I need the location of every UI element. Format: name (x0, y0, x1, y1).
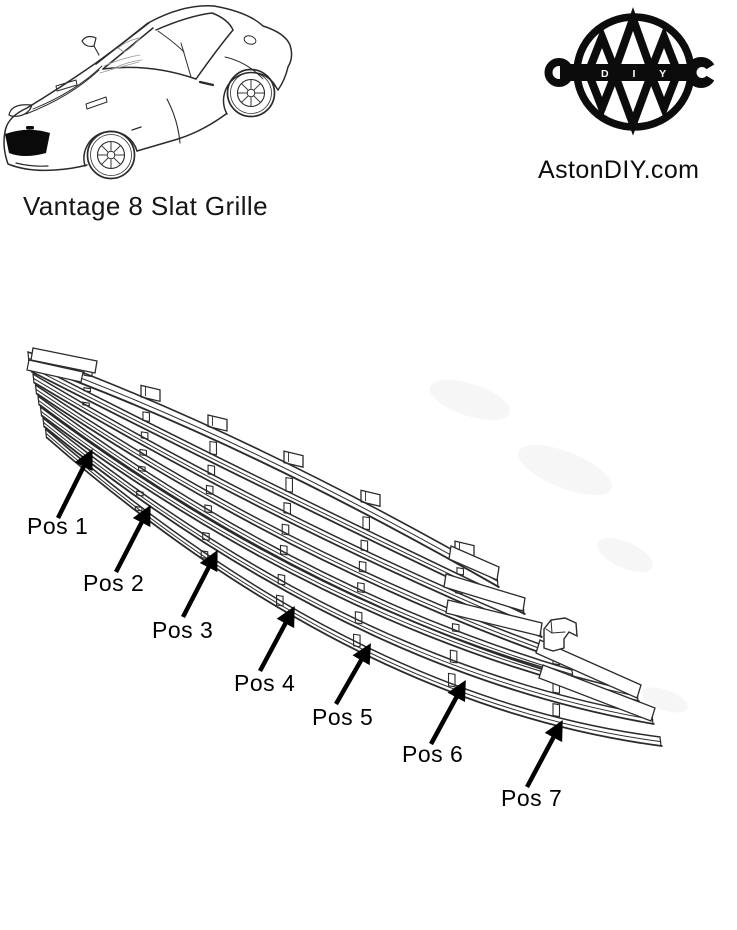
pos-2-arrow (114, 504, 151, 574)
pos-label-3: Pos 3 (152, 617, 214, 643)
wrench-bar (560, 64, 701, 81)
pos-label-2: Pos 2 (83, 570, 145, 596)
pos-label-6: Pos 6 (402, 741, 464, 767)
pos-label-4: Pos 4 (234, 670, 296, 696)
pos-label-1: Pos 1 (27, 513, 89, 539)
pos-3-arrow (181, 549, 218, 619)
grille-illustration (26, 347, 663, 747)
rear-wheel (226, 68, 276, 118)
car-body-lines (3, 5, 293, 172)
pointer-arrows (55, 448, 563, 789)
grille-end-blades (26, 347, 656, 722)
pos-label-7: Pos 7 (501, 785, 563, 811)
pos-6-arrow (429, 680, 466, 746)
wrench-open-end-icon (685, 57, 725, 88)
front-wheel (86, 130, 136, 180)
pos-4-arrow (258, 606, 295, 673)
scan-ghost-marks (429, 379, 688, 713)
page-title: Vantage 8 Slat Grille (23, 191, 268, 221)
pos-label-5: Pos 5 (312, 704, 374, 730)
vantage-car-illustration (3, 5, 293, 180)
logo-wings-lattice (582, 7, 684, 136)
pos-1-arrow (55, 448, 93, 520)
car-badge (26, 126, 34, 130)
pos-5-arrow (334, 643, 371, 706)
pos-7-arrow (525, 720, 563, 789)
site-name: AstonDIY.com (538, 156, 700, 184)
astondiy-logo: D I Y (544, 7, 725, 136)
car-grille-mouth (5, 129, 50, 156)
logo-diy-letters: D I Y (601, 68, 677, 80)
